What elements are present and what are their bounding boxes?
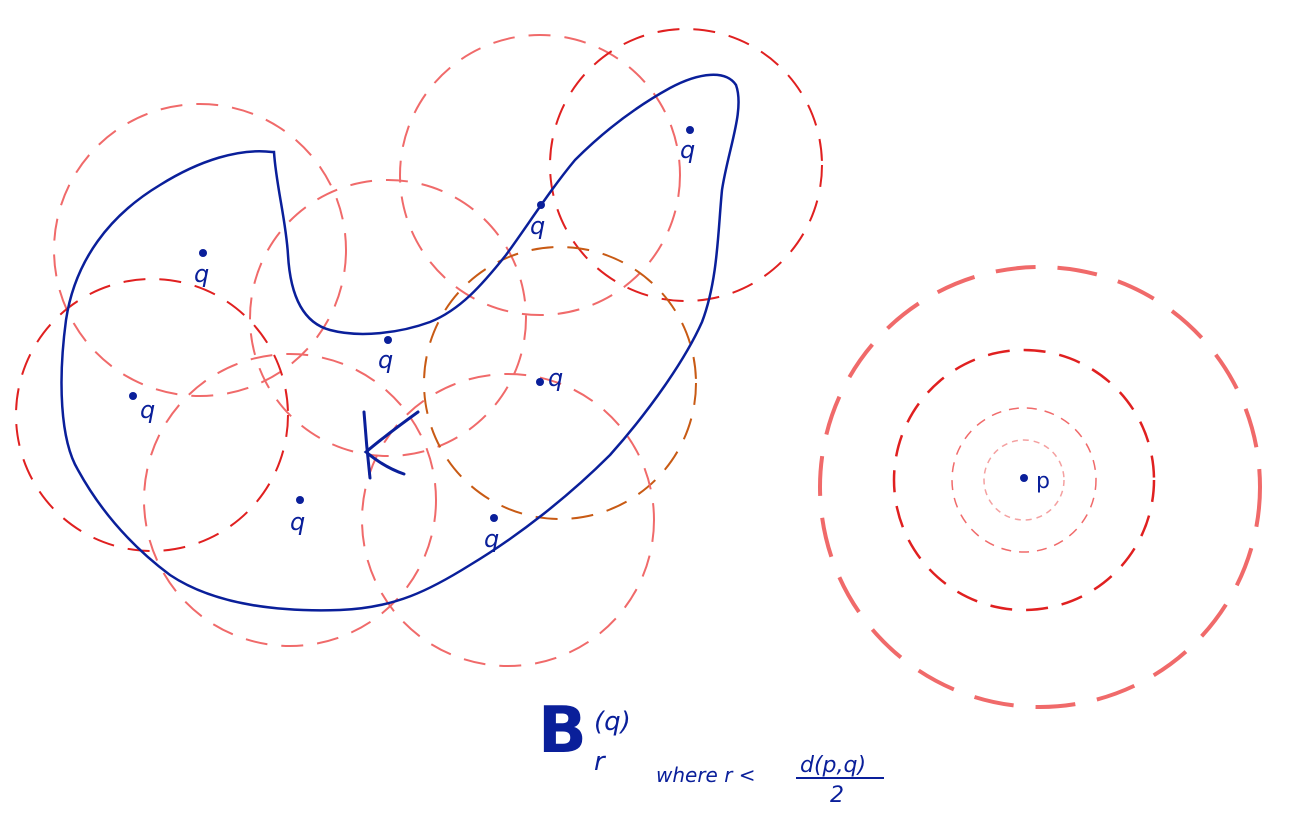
circle-q2 (15, 278, 289, 552)
q-label-5: q (680, 136, 695, 164)
fraction-denominator: 2 (830, 783, 844, 808)
ball-radius: r (594, 747, 607, 777)
ball-formula: B r (q) where r < d(p,q) 2 (538, 694, 884, 808)
p-circles (818, 265, 1262, 709)
q-dot-4 (537, 201, 545, 209)
ball-center: (q) (594, 707, 631, 737)
q-dot-2 (129, 392, 137, 400)
q-points (129, 126, 694, 522)
p-point: p (1020, 469, 1050, 494)
p-circle-3 (892, 348, 1156, 612)
q-label-2: q (140, 396, 155, 424)
p-label: p (1036, 469, 1050, 494)
where-text: where r < (656, 763, 756, 787)
q-dot-8 (490, 514, 498, 522)
q-dot-5 (686, 126, 694, 134)
circle-q4 (399, 34, 681, 316)
ball-symbol: B (538, 694, 587, 768)
p-dot (1020, 474, 1028, 482)
p-circle-4 (818, 265, 1262, 709)
q-label-3: q (378, 346, 393, 374)
q-dot-3 (384, 336, 392, 344)
q-dot-1 (199, 249, 207, 257)
q-label-8: q (484, 525, 499, 553)
q-label-6: q (548, 364, 563, 392)
q-label-1: q (194, 260, 209, 288)
set-k-boundary (60, 73, 740, 612)
circle-q1 (53, 103, 347, 397)
p-circle-2 (951, 407, 1097, 553)
p-circle-1 (983, 439, 1065, 521)
q-label-4: q (530, 212, 545, 240)
k-glyph (362, 410, 420, 480)
circle-q6 (423, 246, 697, 520)
q-dot-6 (536, 378, 544, 386)
q-dot-7 (296, 496, 304, 504)
fraction-numerator: d(p,q) (800, 753, 866, 778)
q-label-7: q (290, 508, 305, 536)
circle-q5 (549, 28, 823, 302)
circle-q3 (249, 179, 527, 457)
circle-q7 (143, 353, 437, 647)
neighborhood-circles (15, 28, 823, 667)
circle-q8 (361, 373, 655, 667)
q-labels: q q q q q q q q (140, 136, 695, 553)
